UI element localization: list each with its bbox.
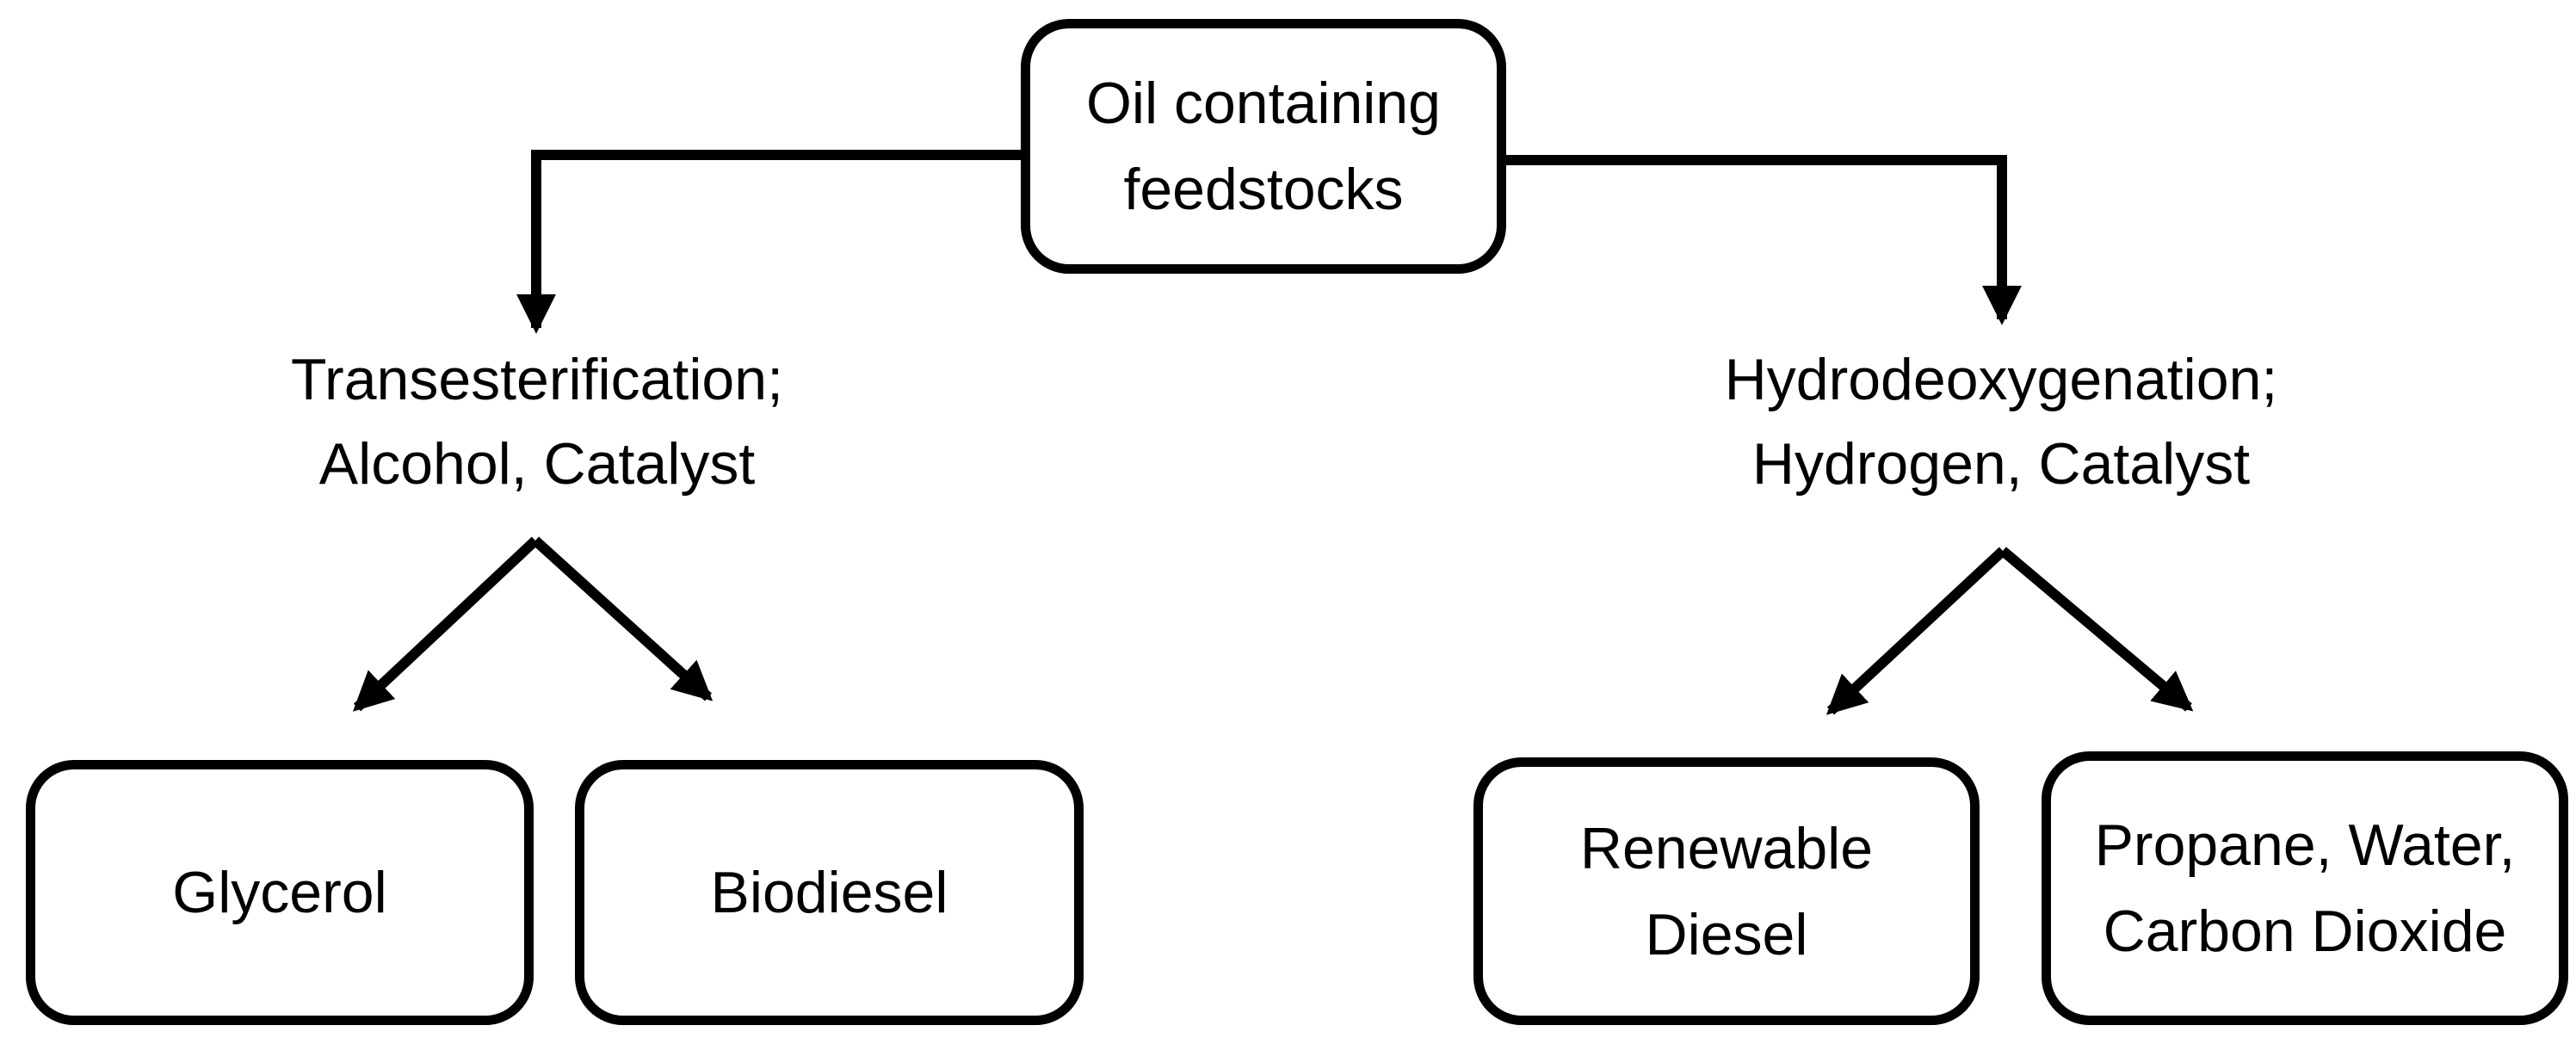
node-propane-water-co2: Propane, Water, Carbon Dioxide bbox=[2042, 751, 2568, 1025]
node-biodiesel-label: Biodiesel bbox=[710, 860, 948, 925]
arrow-hydrodeoxygenation-to-renewable-diesel bbox=[1825, 547, 2007, 715]
node-oil-feedstocks: Oil containing feedstocks bbox=[1021, 19, 1506, 274]
node-renewable-diesel-line2: Diesel bbox=[1645, 901, 1808, 967]
arrow-transesterification-to-biodiesel bbox=[531, 536, 713, 701]
label-hydrodeoxygenation: Hydrodeoxygenation; Hydrogen, Catalyst bbox=[1485, 337, 2517, 506]
node-propane-water-co2-line1: Propane, Water, bbox=[2094, 812, 2516, 878]
node-glycerol-label: Glycerol bbox=[172, 860, 387, 925]
label-transesterification-line1: Transesterification; bbox=[291, 347, 783, 412]
node-oil-feedstocks-line1: Oil containing bbox=[1085, 71, 1442, 136]
arrow-transesterification-to-glycerol bbox=[352, 536, 540, 712]
node-renewable-diesel: Renewable Diesel bbox=[1473, 757, 1980, 1025]
node-biodiesel: Biodiesel bbox=[575, 760, 1084, 1025]
node-glycerol: Glycerol bbox=[26, 760, 534, 1025]
label-transesterification: Transesterification; Alcohol, Catalyst bbox=[21, 337, 1053, 506]
node-propane-water-co2-line2: Carbon Dioxide bbox=[2103, 899, 2507, 964]
node-renewable-diesel-line1: Renewable bbox=[1579, 815, 1874, 881]
arrow-feedstocks-to-transesterification bbox=[516, 150, 1026, 334]
label-transesterification-line2: Alcohol, Catalyst bbox=[318, 431, 756, 497]
node-oil-feedstocks-line2: feedstocks bbox=[1123, 157, 1404, 222]
label-hydrodeoxygenation-line1: Hydrodeoxygenation; bbox=[1724, 347, 2278, 412]
arrow-hydrodeoxygenation-to-propane bbox=[1999, 547, 2194, 712]
arrow-feedstocks-to-hydrodeoxygenation bbox=[1501, 155, 2022, 325]
label-hydrodeoxygenation-line2: Hydrogen, Catalyst bbox=[1751, 431, 2251, 497]
